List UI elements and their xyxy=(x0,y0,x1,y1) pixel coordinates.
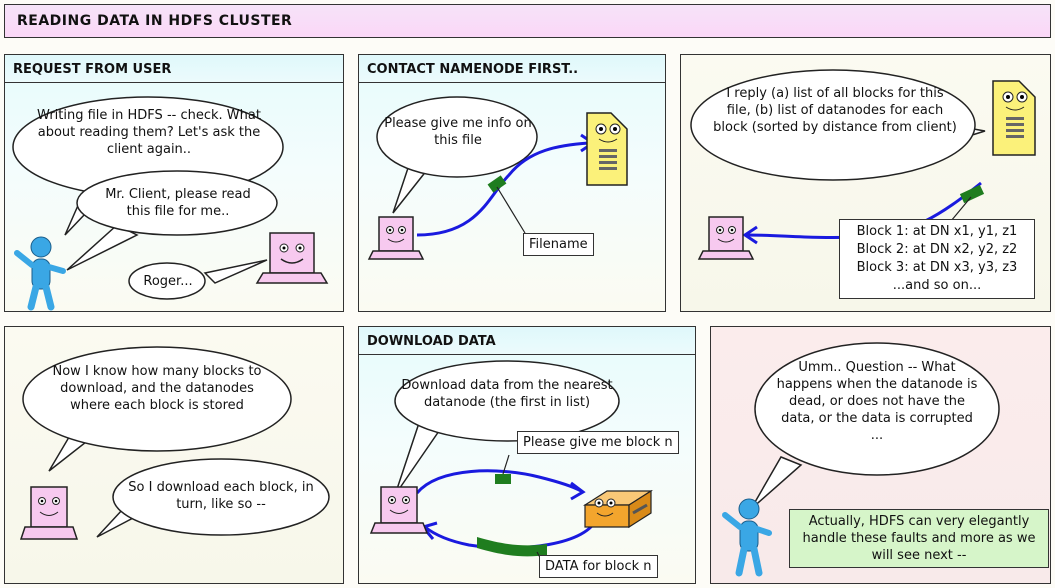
request-arrow xyxy=(416,141,590,237)
packet-icon xyxy=(959,184,985,204)
block-list-item: ...and so on... xyxy=(892,278,982,293)
panel-question: Umm.. Question -- What happens when the … xyxy=(710,326,1051,584)
speech-bubble-client-2 xyxy=(112,458,330,536)
laptop-icon xyxy=(697,216,755,260)
data-block-label: DATA for block n xyxy=(539,555,658,578)
block-list-item: Block 1: at DN x1, y1, z1 xyxy=(856,224,1018,239)
laptop-icon xyxy=(367,216,425,260)
client-reply-text: Roger... xyxy=(143,274,193,289)
block-list-box: Block 1: at DN x1, y1, z1 Block 2: at DN… xyxy=(839,219,1035,299)
speech-bubble-client xyxy=(394,360,620,442)
data-packet-icon xyxy=(477,537,547,557)
download-bubble-text: Download data from the nearest datanode … xyxy=(401,378,613,410)
client-bubble-text: Please give me info on this file xyxy=(384,116,532,148)
panel-header: REQUEST FROM USER xyxy=(5,55,343,83)
comic-title: READING DATA IN HDFS CLUSTER xyxy=(4,4,1051,38)
panel-download-data: DOWNLOAD DATA xyxy=(358,326,696,584)
bubble-tail xyxy=(66,224,139,271)
panel-contact-namenode: CONTACT NAMENODE FIRST.. Pl xyxy=(358,54,666,312)
panel-namenode-reply: I reply (a) list of all blocks for this … xyxy=(680,54,1051,312)
person-icon xyxy=(14,236,66,311)
laptop-icon xyxy=(369,486,429,534)
laptop-icon xyxy=(19,486,79,540)
panel-2-art xyxy=(367,96,628,260)
panel-header: CONTACT NAMENODE FIRST.. xyxy=(359,55,665,83)
namenode-server-icon xyxy=(992,80,1036,156)
panel-4-art xyxy=(19,346,330,540)
request-arrow xyxy=(415,469,582,495)
panel-5-art xyxy=(369,360,654,564)
panel-1-art xyxy=(12,96,329,311)
user-bubble-text: Writing file in HDFS -- check. What abou… xyxy=(37,108,261,157)
speech-bubble-namenode xyxy=(690,69,976,181)
answer-box: Actually, HDFS can very elegantly handle… xyxy=(789,509,1049,568)
bubble-tail xyxy=(203,259,268,284)
packet-icon xyxy=(495,474,511,484)
request-block-label: Please give me block n xyxy=(517,431,679,454)
person-icon xyxy=(722,498,772,577)
client-plan-text: Now I know how many blocks to download, … xyxy=(52,364,262,413)
namenode-server-icon xyxy=(586,112,628,186)
panel-header: DOWNLOAD DATA xyxy=(359,327,695,355)
speech-bubble-user-2 xyxy=(76,170,278,236)
question-bubble-text: Umm.. Question -- What happens when the … xyxy=(776,360,978,443)
speech-bubble-user xyxy=(754,342,1000,476)
block-list-item: Block 2: at DN x2, y2, z2 xyxy=(856,242,1018,257)
laptop-icon xyxy=(255,232,329,284)
bubble-tail xyxy=(394,422,441,496)
panel-3-art xyxy=(690,69,1036,260)
speech-bubble-client xyxy=(128,262,206,300)
panel-client-plan: Now I know how many blocks to download, … xyxy=(4,326,344,584)
speech-bubble-client xyxy=(22,346,292,452)
packet-icon xyxy=(487,175,507,193)
filename-label: Filename xyxy=(523,233,594,256)
namenode-bubble-text: I reply (a) list of all blocks for this … xyxy=(713,86,957,135)
speech-bubble-client xyxy=(376,96,538,178)
bubble-tail xyxy=(750,456,803,510)
user-request-text: Mr. Client, please read this file for me… xyxy=(105,187,251,219)
datanode-icon xyxy=(582,489,654,529)
block-list-item: Block 3: at DN x3, y3, z3 xyxy=(856,260,1018,275)
panel-6-art xyxy=(722,342,1000,577)
data-arrow xyxy=(424,516,599,550)
client-download-text: So I download each block, in turn, like … xyxy=(128,480,314,512)
panel-request-from-user: REQUEST FROM USER Writing file in xyxy=(4,54,344,312)
